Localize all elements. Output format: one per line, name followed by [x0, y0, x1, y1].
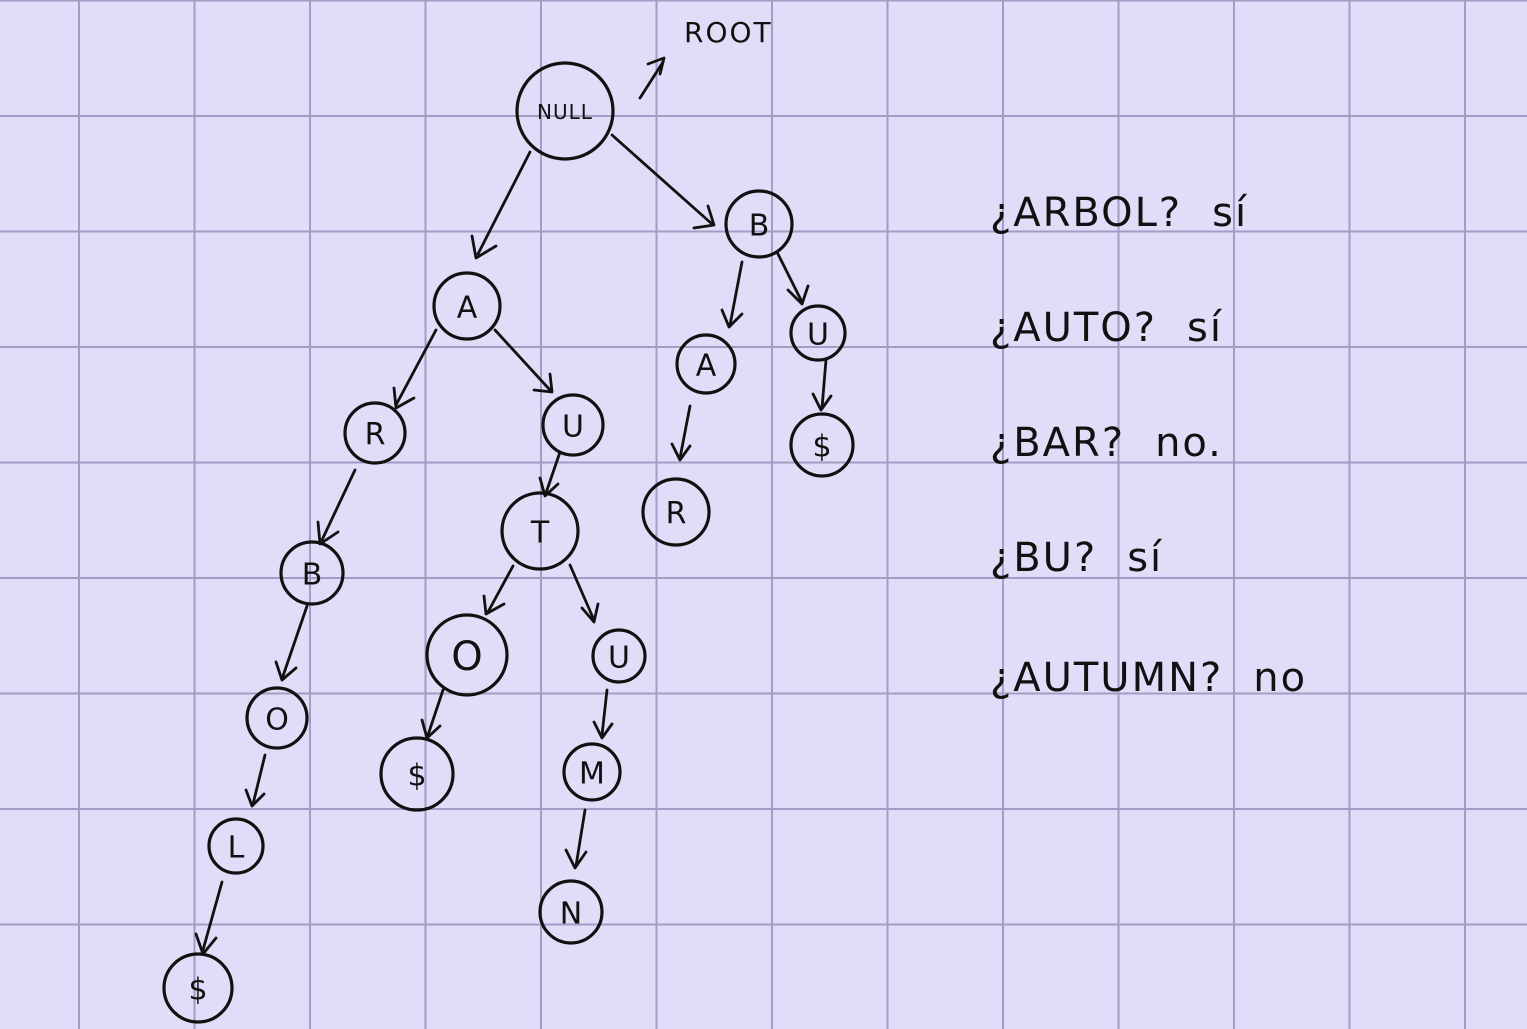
- svg-text:O: O: [265, 703, 289, 738]
- edge-null-a: [470, 150, 532, 260]
- edge-null-b: [610, 133, 716, 230]
- query-bar: ¿BAR? no.: [990, 420, 1223, 466]
- svg-text:O: O: [451, 634, 482, 680]
- root-label: ROOT: [684, 16, 773, 49]
- root-arrow: [638, 56, 666, 100]
- query-question: ¿AUTO?: [990, 305, 1158, 351]
- query-question: ¿BAR?: [990, 420, 1126, 466]
- edge-a-r2: [670, 404, 692, 462]
- trie-node-autum: M: [562, 742, 622, 802]
- svg-text:B: B: [302, 558, 323, 593]
- query-question: ¿AUTUMN?: [990, 655, 1224, 701]
- svg-text:R: R: [365, 418, 386, 453]
- edge-u-m: [592, 688, 614, 740]
- edge-r-b: [316, 468, 357, 546]
- svg-text:B: B: [749, 209, 770, 244]
- query-auto: ¿AUTO? sí: [990, 305, 1223, 351]
- trie-node-null: NULL: [515, 61, 615, 161]
- edge-t-o: [482, 564, 515, 616]
- trie-node-auto: O: [425, 613, 509, 697]
- svg-text:U: U: [608, 641, 630, 676]
- svg-text:A: A: [696, 349, 717, 384]
- query-answer: no.: [1155, 420, 1223, 466]
- trie-node-arbol-end: $: [162, 952, 234, 1024]
- svg-text:U: U: [807, 318, 829, 353]
- svg-text:R: R: [666, 497, 687, 532]
- edge-u-end2: [811, 358, 833, 412]
- edge-u-t: [538, 450, 562, 498]
- trie-node-ar: R: [343, 401, 407, 465]
- edge-m-n: [564, 808, 588, 870]
- query-bu: ¿BU? sí: [990, 535, 1163, 581]
- query-answer: sí: [1212, 190, 1249, 236]
- trie-node-arbol: L: [207, 817, 265, 875]
- svg-text:$: $: [188, 973, 207, 1008]
- svg-text:L: L: [228, 831, 245, 866]
- edge-o-end: [420, 688, 445, 740]
- trie-node-auto-end: $: [379, 736, 455, 812]
- edge-b-o: [274, 604, 309, 682]
- trie-node-autu: U: [591, 628, 647, 684]
- trie-node-au: U: [541, 393, 605, 457]
- trie-node-bu-end: $: [789, 412, 855, 478]
- edge-b-u: [775, 250, 810, 306]
- query-autumn: ¿AUTUMN? no: [990, 655, 1307, 701]
- query-answer: sí: [1127, 535, 1164, 581]
- trie-node-bu: U: [789, 304, 847, 362]
- svg-text:U: U: [562, 410, 584, 445]
- trie-node-arb: B: [279, 540, 345, 606]
- edge-a-r: [392, 328, 438, 410]
- svg-text:$: $: [407, 759, 426, 794]
- svg-text:M: M: [579, 757, 605, 792]
- trie-node-a: A: [432, 271, 502, 341]
- edge-b-a: [720, 260, 744, 329]
- trie-node-autumn: N: [538, 879, 604, 945]
- query-question: ¿BU?: [990, 535, 1098, 581]
- svg-text:T: T: [530, 516, 550, 551]
- svg-text:N: N: [560, 897, 582, 932]
- trie-node-bar: R: [641, 477, 711, 547]
- svg-text:NULL: NULL: [537, 100, 593, 124]
- query-answer: no: [1253, 655, 1308, 701]
- query-answer: sí: [1187, 305, 1223, 351]
- query-arbol: ¿ARBOL? sí: [990, 190, 1248, 236]
- query-question: ¿ARBOL?: [990, 190, 1183, 236]
- svg-text:$: $: [812, 430, 831, 465]
- trie-node-arbo: O: [245, 686, 309, 750]
- trie-node-aut: T: [500, 491, 580, 571]
- trie-node-b: B: [724, 189, 794, 259]
- edge-o-l: [244, 753, 267, 808]
- edge-t-u: [568, 563, 600, 624]
- trie-node-ba: A: [675, 333, 737, 395]
- edge-l-end: [194, 880, 224, 956]
- edge-a-u: [493, 328, 554, 394]
- svg-text:A: A: [457, 291, 478, 326]
